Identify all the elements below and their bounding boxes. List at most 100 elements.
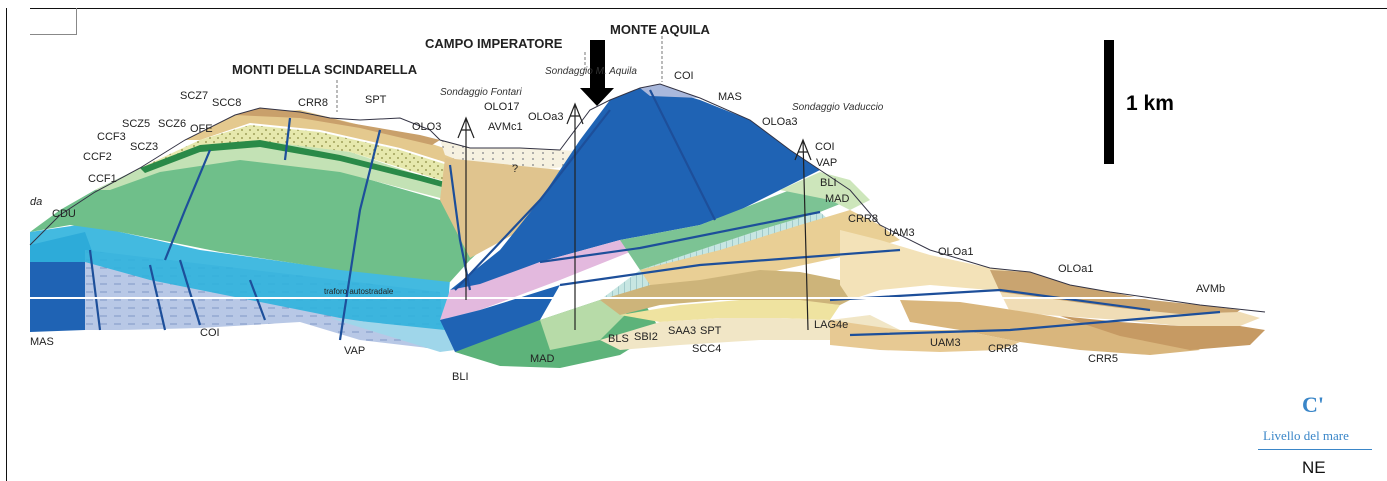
unit-label: CCF2	[83, 151, 112, 163]
fault-line	[283, 117, 292, 161]
unit-label: MAS	[718, 91, 742, 103]
well-aquila-icon	[566, 102, 584, 330]
unit-pale-cyan	[330, 318, 455, 352]
fault-line	[178, 259, 202, 326]
sea-level-label: Livello del mare	[1263, 428, 1349, 443]
unit-dark-wedge	[440, 285, 560, 352]
fault-line	[829, 288, 1151, 312]
fault-lines	[88, 89, 1221, 341]
unit-label: OLOa3	[762, 116, 797, 128]
unit-mad-light	[540, 300, 630, 350]
unit-label: CRR8	[298, 97, 328, 109]
unit-label: SPT	[700, 325, 722, 337]
direction-label: NE	[1302, 458, 1326, 477]
unit-dark-blue-massif	[450, 88, 820, 290]
well-vaduccio-label: Sondaggio Vaduccio	[792, 102, 884, 113]
unit-label: VAP	[816, 157, 837, 169]
unit-tan-fill	[440, 158, 560, 258]
unit-label: BLI	[820, 177, 837, 189]
fault-line	[88, 249, 102, 331]
unit-label: MAD	[825, 193, 850, 205]
well-fontari-label: Sondaggio Fontari	[440, 87, 523, 98]
unit-ne-green	[620, 180, 850, 270]
scale-label: 1 km	[1126, 92, 1174, 115]
unit-label: UAM3	[884, 227, 915, 239]
unit-green-stripe	[140, 140, 510, 205]
fault-line	[448, 164, 472, 291]
unit-label: SCZ5	[122, 118, 150, 130]
fault-line	[559, 248, 901, 287]
unit-label: COI	[815, 141, 835, 153]
unit-pink-mad	[440, 240, 640, 320]
unit-ne-yellow	[620, 300, 840, 322]
well-fontari-icon	[457, 116, 475, 300]
section-end-label: C'	[1302, 392, 1324, 417]
unit-label: MAD	[530, 353, 555, 365]
unit-label: da	[30, 196, 42, 208]
unit-green-wide	[30, 150, 520, 282]
frame-left-border	[6, 8, 7, 481]
unit-label: SCC8	[212, 97, 241, 109]
unit-label: SCZ7	[180, 90, 208, 102]
sea-level-rule	[1258, 449, 1372, 450]
unit-label: SBI2	[634, 331, 658, 343]
unit-label: OLOa1	[1058, 263, 1093, 275]
heading-campo-imperatore: CAMPO IMPERATORE	[425, 36, 563, 51]
unit-label: OLO3	[412, 121, 441, 133]
unit-ne-lower	[600, 315, 900, 350]
unit-label: COI	[674, 70, 694, 82]
unit-label: CRR8	[848, 213, 878, 225]
unit-label: BLS	[608, 333, 629, 345]
unit-ne-lightgreen	[780, 172, 870, 210]
heading-monte-aquila: MONTE AQUILA	[610, 22, 711, 37]
topographic-profile	[29, 83, 1266, 313]
unit-label: COI	[200, 327, 220, 339]
unit-label: OFE	[190, 123, 213, 135]
unit-label: OLOa1	[938, 246, 973, 258]
unit-ne-hill-brown	[990, 270, 1240, 318]
well-vaduccio-icon	[794, 138, 812, 331]
unit-label: traforo autostradale	[324, 287, 394, 296]
fault-line	[163, 149, 212, 261]
unit-label: AVMb	[1196, 283, 1225, 295]
unit-label: VAP	[344, 345, 365, 357]
unit-label: MAS	[30, 336, 54, 348]
fault-line	[454, 109, 611, 291]
unit-label: CCF3	[97, 131, 126, 143]
unit-label: OLOa3	[528, 111, 563, 123]
fault-line	[539, 210, 821, 264]
unit-ne-base-tan	[830, 320, 1020, 352]
unit-label: CDU	[52, 208, 76, 220]
unit-ne-hill-pale	[1000, 292, 1260, 326]
fault-line	[649, 89, 716, 221]
unit-coi-summit	[640, 84, 700, 98]
unit-label: CCF1	[88, 173, 117, 185]
unit-label: UAM3	[930, 337, 961, 349]
unit-label: CRR5	[1088, 353, 1118, 365]
fault-line	[338, 129, 382, 341]
unit-label: OLO17	[484, 101, 519, 113]
scale-bar	[1104, 40, 1114, 164]
fault-line	[849, 310, 1221, 337]
unit-ne-fold	[600, 270, 860, 315]
unit-label: LAG4e	[814, 319, 848, 331]
unit-ne-bottom	[1060, 316, 1265, 350]
unit-light-green	[95, 140, 520, 214]
unit-label: SCZ6	[158, 118, 186, 130]
unit-label: ?	[512, 163, 518, 175]
unit-label: SCZ3	[130, 141, 158, 153]
unit-label: SCC4	[692, 343, 721, 355]
unit-ne-tan	[640, 210, 900, 300]
unit-crr-top	[235, 108, 440, 145]
unit-label: AVMc1	[488, 121, 523, 133]
unit-label: BLI	[452, 371, 469, 383]
frame-corner-box	[30, 8, 77, 35]
arrow-down-icon	[580, 40, 614, 106]
unit-label: SPT	[365, 94, 387, 106]
unit-label: CRR8	[988, 343, 1018, 355]
fault-line	[248, 279, 267, 321]
heading-monti-della-scindarella: MONTI DELLA SCINDARELLA	[232, 62, 418, 77]
well-aquila-label: Sondaggio M. Aquila	[545, 66, 637, 77]
